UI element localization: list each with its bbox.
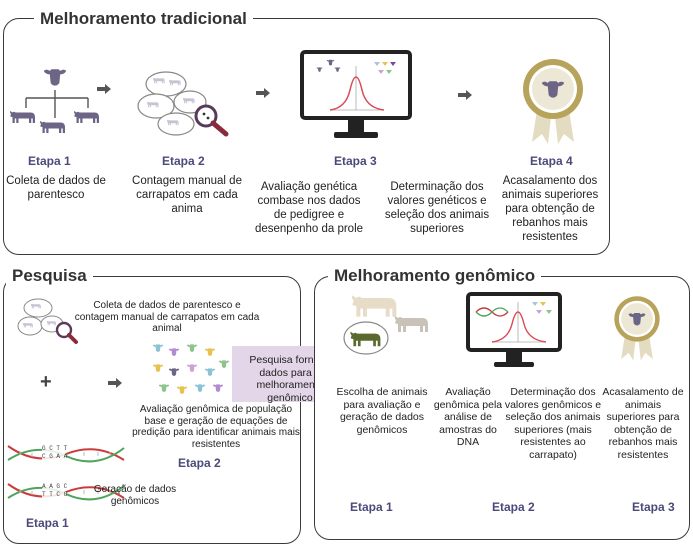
- panel-genomico-title: Melhoramento genômico: [328, 266, 542, 286]
- arrow-icon: [256, 88, 270, 98]
- genomico-etapa1-label: Etapa 1: [350, 500, 393, 514]
- arrow-icon: [97, 84, 111, 94]
- pesquisa-coleta-desc: Coleta de dados de parentesco e contagem…: [74, 300, 260, 334]
- cow-selection-icon: [343, 295, 428, 355]
- genomico-step1-desc: Escolha de animais para avaliação e gera…: [336, 386, 428, 436]
- plus-sign: +: [40, 371, 52, 393]
- genomico-etapa2-label: Etapa 2: [492, 500, 535, 514]
- tradicional-etapa2-label: Etapa 2: [162, 154, 205, 168]
- tick-count-icon: [137, 71, 229, 137]
- tradicional-etapa1-label: Etapa 1: [28, 154, 71, 168]
- panel-tradicional-title: Melhoramento tradicional: [34, 9, 253, 29]
- ribbon-medal-icon: [523, 59, 583, 144]
- tradicional-etapa3-label: Etapa 3: [334, 154, 377, 168]
- monitor-icon: [300, 50, 412, 138]
- pesquisa-avaliacao-desc: Avaliação genômica de população base e g…: [132, 404, 300, 450]
- arrow-icon: [458, 90, 472, 100]
- genomico-step3-desc: Acasalamento de animais superiores para …: [602, 386, 684, 461]
- panel-pesquisa-title: Pesquisa: [6, 266, 93, 286]
- genomico-step2-desc-right: Determinação dos valores genômicos e sel…: [504, 386, 602, 461]
- tradicional-etapa1-desc: Coleta de dados de parentesco: [6, 175, 106, 201]
- arrow-icon: [108, 378, 122, 388]
- dna-sequence-2: A A G C T T C G: [42, 483, 68, 498]
- ribbon-medal-icon: [614, 296, 660, 361]
- pesquisa-etapa1-label: Etapa 1: [26, 516, 69, 530]
- tick-count-icon: [17, 298, 78, 344]
- genomico-etapa3-label: Etapa 3: [632, 500, 675, 514]
- tradicional-etapa4-desc: Acasalamento dos animais superiores para…: [501, 175, 599, 243]
- pedigree-cows-icon: [10, 69, 99, 133]
- dna-sequence-1: G C T T C G A A: [42, 445, 68, 460]
- genomico-step2-desc-left: Avaliação genômica pela análise de amost…: [433, 386, 503, 448]
- tradicional-etapa4-label: Etapa 4: [530, 154, 573, 168]
- genomic-population-icon: [152, 344, 230, 394]
- tradicional-etapa3-desc-left: Avaliação genética combase nos dados de …: [254, 181, 364, 235]
- research-arrow-text: Pesquisa fornece dados para o melhoramen…: [249, 354, 331, 404]
- pesquisa-etapa2-label: Etapa 2: [178, 456, 221, 470]
- tradicional-etapa3-desc-right: Determinação dos valores genéticos e sel…: [384, 181, 490, 235]
- tradicional-etapa2-desc: Contagem manual de carrapatos em cada an…: [132, 175, 242, 215]
- pesquisa-geracao-desc: Geração de dados genômicos: [93, 484, 177, 507]
- dna-icon: [7, 444, 125, 502]
- monitor-icon: [466, 292, 562, 367]
